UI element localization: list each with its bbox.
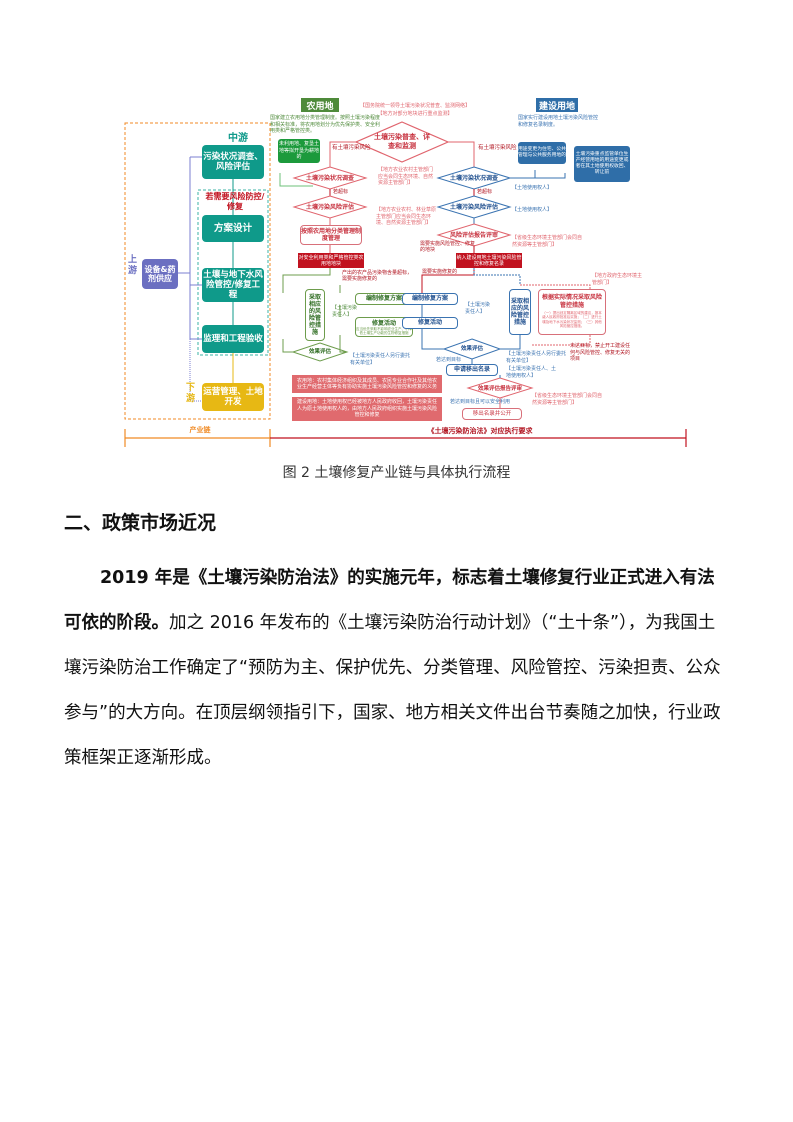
center-note-1: 【国务院统一领导土壤污染状况普查、监测网络】 bbox=[360, 103, 471, 109]
construct-not-met: 未达目标，禁止开工建设任何与风险管控、修复无关的项目 bbox=[570, 343, 631, 362]
flowchart-figure: 中游 污染状况调查、风险评估 若需要风险防控/修复 方案设计 土壤与地下水风险管… bbox=[120, 95, 690, 450]
construct-gov-note: 【地方政府生态环境主管部门】 bbox=[592, 273, 643, 286]
construct-assess-diamond: 土壤污染风险评估 bbox=[449, 203, 498, 211]
agri-plan-box: 编制修复方案 bbox=[355, 293, 413, 305]
downstream-label: 下游 bbox=[186, 383, 196, 404]
agri-activity-title: 修复活动 bbox=[371, 319, 396, 327]
construct-holder-1: 【土地使用权人】 bbox=[512, 185, 553, 191]
construct-exceed: 若超标 bbox=[477, 189, 493, 195]
construct-actual-body: （一）提出划定隔离区域的建议，报本级人民政府批准后实施；（二）进行土壤及地下水污… bbox=[542, 311, 602, 328]
construct-activity-box: 修复活动 bbox=[402, 317, 458, 329]
agri-effect-note: 【土壤污染责任人另行委托有关单位】 bbox=[350, 353, 411, 366]
chain-supply-box: 设备&药剂供应 bbox=[142, 259, 178, 289]
center-survey-diamond: 土壤污染普查、详查和监测 bbox=[374, 133, 430, 150]
flowchart-connectors bbox=[124, 121, 687, 447]
construct-apply-note: 【土壤污染责任人、土地使用权人】 bbox=[506, 366, 557, 379]
agri-assess-note: 【地方农业农村、林业草原主管部门应当会同生态环境、自然资源主管部门】 bbox=[376, 207, 437, 226]
midstream-label: 中游 bbox=[228, 133, 248, 144]
construct-apply-remove-box: 申请移出名录 bbox=[446, 364, 498, 376]
construct-list-box: 纳入建设用地土壤污染风险管控和修复名录 bbox=[456, 253, 522, 268]
agri-survey-note: 【地方农业农村主管部门应当会同生态环境、自然资源主管部门】 bbox=[378, 167, 434, 186]
chain-step-operation: 运营管理、土地开发 bbox=[202, 383, 264, 411]
construct-effect-review-diamond: 效果评估报告评审 bbox=[477, 385, 522, 392]
agri-intro: 国家建立农用地分类管理制度。按照土壤污染程度和相关标准，将农用地划分为优先保护类… bbox=[270, 115, 381, 134]
construct-need-repair: 需要实施修复的 bbox=[422, 269, 458, 275]
law-bracket-label: 《土壤污染防治法》对应执行要求 bbox=[427, 427, 533, 435]
chain-step-design: 方案设计 bbox=[202, 215, 264, 242]
chain-step-acceptance: 监理和工程验收 bbox=[202, 325, 264, 353]
center-note-2: 【地方对部分地块进行重点监测】 bbox=[377, 111, 453, 117]
agri-strict-box: 对安全利用类和严格管控类农用地地块 bbox=[298, 253, 364, 268]
construct-intro: 国家实行建设用地土壤污染风险管控和修复名录制度。 bbox=[518, 115, 599, 128]
agri-has-risk: 有土壤污染风险 bbox=[332, 145, 371, 151]
industry-chain-bracket-label: 产业链 bbox=[189, 426, 211, 434]
agri-activity-box: 修复活动 应当优先采取不影响农业生产、不降低土壤生产功能的生物修复措施 bbox=[355, 317, 413, 337]
construct-effect-note: 【土壤污染责任人另行委托有关单位】 bbox=[506, 351, 567, 364]
construct-actual-title: 根据实际情况采取风险管控措施 bbox=[542, 294, 603, 309]
construct-survey-diamond: 土壤污染状况调查 bbox=[449, 174, 498, 182]
agri-activity-note: 应当优先采取不影响农业生产、不降低土壤生产功能的生物修复措施 bbox=[356, 326, 412, 335]
construct-met-safe: 若达到目标且可以安全利用 bbox=[450, 399, 511, 405]
construct-review-note-2: 【省级生态环境主管部门会同自然资源等主管部门】 bbox=[532, 393, 603, 406]
chain-step-remediation: 土壤与地下水风险管控/修复工程 bbox=[202, 268, 264, 302]
paragraph-bold-lead: 2019 年是《土壤污染防治法》的实施元年，标志着土壤修复行业正式进入有法可依的… bbox=[64, 568, 715, 633]
construct-need-control: 需要实施风险管控、修复的地块 bbox=[420, 241, 476, 253]
construct-met: 若达到目标 bbox=[436, 357, 462, 363]
construct-effect-diamond: 效果评估 bbox=[460, 345, 483, 352]
construct-plan-box: 编制修复方案 bbox=[402, 293, 458, 305]
agri-exceed: 若超标 bbox=[333, 189, 349, 195]
chain-conditional-label: 若需要风险防控/修复 bbox=[205, 192, 265, 211]
construct-responsible-note: 【土壤污染责任人】 bbox=[465, 302, 491, 315]
figure-caption: 图 2 土壤修复产业链与具体执行流程 bbox=[282, 465, 511, 481]
section-heading: 二、政策市场近况 bbox=[64, 512, 217, 534]
agri-assess-diamond: 土壤污染风险评估 bbox=[305, 203, 354, 211]
upstream-label: 上游 bbox=[128, 255, 138, 276]
duty-construct-box: 建设用地：土地使用权已经被地方人民政府收回，土壤污染责任人为原土地使用权人的，由… bbox=[292, 397, 442, 421]
chain-step-survey: 污染状况调查、风险评估 bbox=[202, 145, 264, 179]
agri-exceed-products: 产出的农产品污染物含量超标，需要实施修复的 bbox=[342, 270, 413, 282]
construct-review-diamond: 风险评估报告评审 bbox=[449, 231, 498, 239]
construct-holder-2: 【土地使用权人】 bbox=[512, 207, 553, 213]
agri-measures-box: 采取相应的风险管控措施 bbox=[305, 289, 325, 341]
agri-responsible-note: 【土壤污染责任人】 bbox=[332, 305, 358, 318]
agri-title: 农用地 bbox=[301, 98, 339, 112]
construct-use-change-box: 用途变更为住宅、公共管理与公共服务用地的 bbox=[518, 142, 566, 164]
construct-review-note: 【省级生态环境主管部门会同自然资源等主管部门】 bbox=[512, 235, 583, 248]
construct-measures-box: 采取相应的风险管控措施 bbox=[509, 289, 531, 335]
construct-has-risk: 有土壤污染风险 bbox=[478, 145, 517, 151]
construct-title: 建设用地 bbox=[536, 98, 578, 112]
duty-agri-box: 农用地：农村集体经济组织及其成员、农民专业合作社及其他农业生产经营主体等负有协助… bbox=[292, 375, 442, 393]
paragraph-body: 加之 2016 年发布的《土壤污染防治行动计划》（“土十条”），为我国土壤污染防… bbox=[64, 613, 721, 768]
agri-unused-land-box: 未利用地、复垦土地等拟开垦为耕地的 bbox=[278, 139, 320, 163]
section-paragraph: 2019 年是《土壤污染防治法》的实施元年，标志着土壤修复行业正式进入有法可依的… bbox=[64, 556, 732, 781]
construct-remove-publish-box: 移出名录并公开 bbox=[462, 408, 522, 420]
agri-survey-diamond: 土壤污染状况调查 bbox=[305, 174, 354, 182]
agri-effect-diamond: 效果评估 bbox=[308, 348, 331, 355]
construct-actual-box: 根据实际情况采取风险管控措施 （一）提出划定隔离区域的建议，报本级人民政府批准后… bbox=[538, 289, 606, 335]
agri-classify-box: 按照农用地分类管理制度管理 bbox=[300, 225, 362, 245]
construct-key-unit-box: 土壤污染重点监管单位生产经营用地的用途变更或者在其土地使用权收回、转让前 bbox=[574, 146, 630, 182]
